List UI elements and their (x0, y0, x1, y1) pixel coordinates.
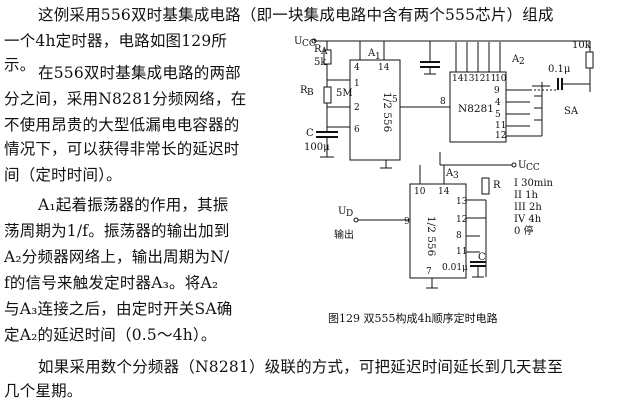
a3-pin-10: 10 (414, 187, 426, 197)
r10k-label: 10k (572, 40, 592, 51)
circuit-diagram: U CC R A 5k R B 5M C 100μ A 1 1/2 556 4 … (294, 36, 594, 325)
a1-pin-4: 4 (354, 63, 360, 73)
a1-pin-14: 14 (378, 63, 390, 73)
a3-pin-13: 13 (456, 197, 468, 207)
a3-pin-11: 11 (456, 247, 467, 257)
a2-pin-5: 5 (495, 110, 501, 120)
text-line-11: A₂分频器网络上，输出周期为N/ (4, 248, 230, 266)
ra-value: 5k (314, 57, 327, 68)
a2-pin-14: 14 (452, 74, 464, 84)
text-line-7: 情况下，可以获得非常长的延迟时 (4, 140, 240, 158)
text-line-1: 这例采用556双时基集成电路（即一块集成电路中含有两个555芯片）组成 (38, 6, 554, 24)
ud-label: U (338, 206, 346, 217)
a2-pin-13: 13 (463, 74, 475, 84)
text-line-14: 定A₂的延迟时间（0.5～4h）。 (4, 326, 217, 344)
a2-pin-11: 11 (485, 74, 496, 84)
a1-pin-2: 2 (354, 103, 360, 113)
a2-pin-12b: 12 (495, 131, 506, 141)
switch-opt-2: II 1h (514, 190, 538, 201)
text-line-12: f的信号来触发定时器A₃。将A₂ (4, 274, 219, 292)
text-line-13: 与A₃连接之后，由定时开关SA确 (4, 300, 233, 318)
vcc-terminal (311, 38, 317, 44)
a2-pin-12: 12 (474, 74, 485, 84)
rb-label: R (300, 85, 308, 96)
c-value: 100μ (304, 142, 330, 153)
switch-opt-4: IV 4h (514, 214, 542, 225)
a2-sub: 2 (519, 57, 525, 67)
a1-pin-1: 1 (354, 79, 360, 89)
ud-text: 输出 (334, 228, 354, 241)
a3-pin-7: 7 (426, 267, 432, 277)
r10k-resistor (585, 51, 594, 69)
ud-sub: D (346, 209, 353, 219)
r-label: R (493, 180, 501, 191)
text-line-4: 在556双时基集成电路的两部 (38, 64, 241, 82)
a3-pin-12: 12 (456, 215, 467, 225)
figure-caption: 图129 双555构成4h顺序定时电路 (328, 311, 498, 325)
text-line-15b: 如果采用数个分频器（N8281）级联的方式，可把延迟时间延长到几天甚至 (38, 358, 564, 376)
a2-pin-8: 8 (440, 97, 446, 107)
a3-chip-text: 1/2 556 (425, 216, 437, 257)
text-line-10: 荡周期为1/f。振荡器的输出加到 (4, 222, 230, 240)
a3-sub: 3 (453, 171, 459, 181)
a2-pin-9: 9 (494, 86, 500, 96)
c01-label: 0.1μ (548, 64, 571, 75)
sa-label: SA (564, 106, 579, 117)
a2-pin-10: 10 (495, 74, 507, 84)
a1-sub: 1 (375, 52, 381, 62)
a2-chip-text: N8281 (458, 103, 494, 115)
a3-pin-8: 8 (456, 231, 462, 241)
c3-value: 0.01μ (442, 263, 468, 273)
a3-vcc-sub: CC (526, 163, 540, 173)
a2-pin-4: 4 (495, 98, 501, 108)
a1-label: A (367, 48, 376, 59)
ra-sub: A (320, 47, 328, 57)
switch-opt-5: 0 停 (514, 224, 534, 237)
a3-pin-9: 9 (404, 217, 410, 227)
r-resistor (481, 177, 490, 195)
text-line-9: A₁起着振荡器的作用，其振 (38, 196, 229, 214)
a1-chip-text: 1/2 556 (381, 92, 393, 133)
ra-label: R (314, 44, 322, 55)
switch-opt-3: III 2h (514, 202, 542, 213)
vcc-sub: CC (302, 39, 316, 49)
text-line-6: 不使用昂贵的大型低漏电电容器的 (4, 116, 240, 134)
rb-sub: B (307, 88, 314, 98)
c3-label: C (478, 252, 486, 263)
a2-pin-11b: 11 (495, 121, 506, 131)
text-line-5: 分之间，采用N8281分频网络，在 (4, 90, 247, 108)
a1-chip (349, 59, 401, 161)
rb-value: 5M (336, 88, 353, 99)
rb-resistor (323, 86, 332, 104)
c-label: C (306, 128, 314, 139)
text-line-3: 示。 (4, 56, 36, 74)
a1-pin-5: 5 (392, 95, 398, 105)
a3-vcc-label: U (518, 160, 526, 171)
a3-label: A (445, 168, 454, 179)
a2-label: A (511, 54, 520, 65)
a3-chip (409, 183, 467, 279)
switch-opt-1: I 30min (514, 178, 554, 189)
a1-pin-6: 6 (354, 125, 360, 135)
text-line-2: 一个4h定时器，电路如图129所 (4, 32, 228, 50)
vcc-label: U (294, 36, 302, 47)
text-line-16: 几个星期。 (4, 382, 83, 400)
a3-pin-14: 14 (438, 187, 450, 197)
text-line-8: 间（定时时间）。 (4, 166, 122, 184)
